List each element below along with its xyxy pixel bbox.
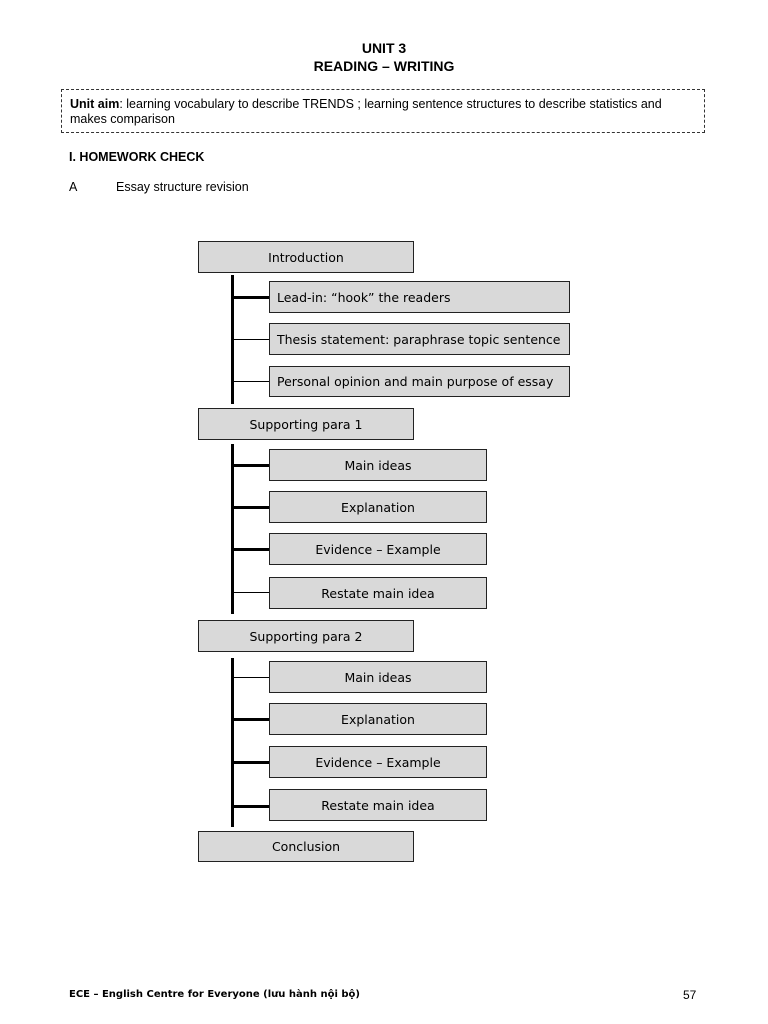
conclusion-box: Conclusion [198, 831, 414, 862]
unit-aim-box: Unit aim: learning vocabulary to describ… [61, 89, 705, 133]
para1-main-ideas-box: Main ideas [269, 449, 487, 481]
section-heading: I. HOMEWORK CHECK [69, 150, 205, 164]
connector-horizontal [233, 677, 269, 678]
introduction-box: Introduction [198, 241, 414, 273]
page-number: 57 [683, 988, 697, 1002]
connector-vertical [231, 275, 234, 404]
unit-aim-label: Unit aim [70, 97, 120, 111]
supporting-para-1-box: Supporting para 1 [198, 408, 414, 440]
footer-text: ECE – English Centre for Everyone (lưu h… [69, 989, 360, 1000]
unit-aim-text: : learning vocabulary to describe TRENDS… [70, 97, 662, 126]
intro-lead-in-box: Lead-in: “hook” the readers [269, 281, 570, 313]
intro-thesis-box: Thesis statement: paraphrase topic sente… [269, 323, 570, 355]
subsection-letter: A [69, 180, 78, 194]
para2-main-ideas-box: Main ideas [269, 661, 487, 693]
connector-vertical [231, 444, 234, 614]
connector-horizontal [233, 761, 269, 764]
connector-horizontal [233, 592, 269, 593]
para1-evidence-box: Evidence – Example [269, 533, 487, 565]
page-title: READING – WRITING [313, 58, 455, 74]
unit-number: UNIT 3 [361, 40, 407, 56]
connector-horizontal [233, 464, 269, 467]
intro-opinion-box: Personal opinion and main purpose of ess… [269, 366, 570, 397]
subsection-title: Essay structure revision [116, 180, 249, 194]
connector-horizontal [233, 339, 269, 340]
para1-explanation-box: Explanation [269, 491, 487, 523]
para2-restate-box: Restate main idea [269, 789, 487, 821]
connector-horizontal [233, 718, 269, 721]
para2-explanation-box: Explanation [269, 703, 487, 735]
connector-horizontal [233, 805, 269, 808]
connector-horizontal [233, 548, 269, 551]
connector-horizontal [233, 296, 269, 299]
supporting-para-2-box: Supporting para 2 [198, 620, 414, 652]
para1-restate-box: Restate main idea [269, 577, 487, 609]
connector-horizontal [233, 506, 269, 509]
connector-horizontal [233, 381, 269, 382]
connector-vertical [231, 658, 234, 827]
para2-evidence-box: Evidence – Example [269, 746, 487, 778]
